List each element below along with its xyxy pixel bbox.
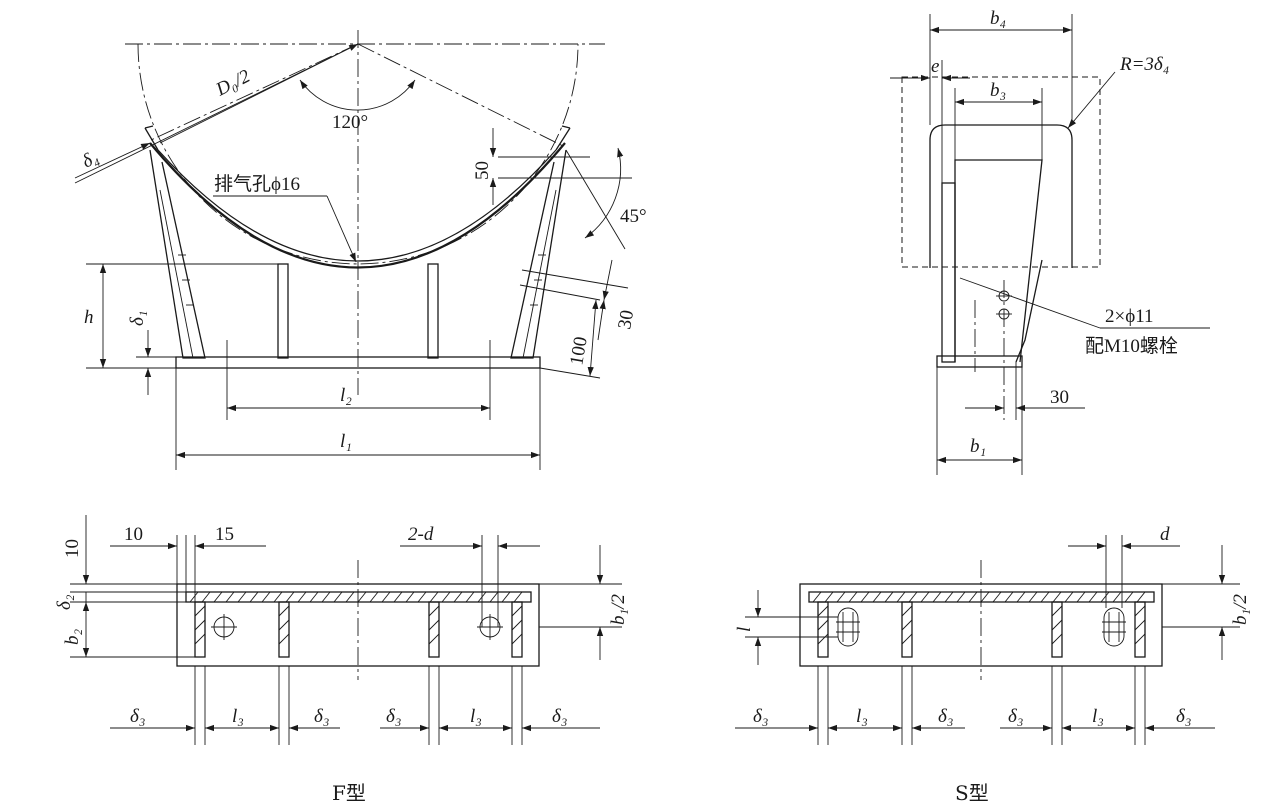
s-delta3-c: δ₃ (1008, 706, 1023, 727)
f-delta3-b: δ₃ (314, 706, 329, 727)
delta4-label: δ₄ (79, 147, 102, 173)
f-b1-half-label: b₁/2 (608, 594, 629, 625)
b3-label: b₃ (990, 80, 1006, 101)
vessel-outline (901, 76, 1101, 268)
e-label: e (931, 56, 939, 77)
web-plate (954, 159, 1043, 363)
f-l3-b: l₃ (470, 706, 482, 727)
angle-45-label: 45° (620, 206, 647, 227)
s-type-view: d l b₁/2 δ₃ l₃ δ₃ δ₃ l₃ δ₃ S型 (734, 524, 1251, 805)
s-d-label: d (1160, 524, 1170, 545)
side-base-plate (936, 355, 1023, 368)
s-l3-a: l₃ (856, 706, 868, 727)
f-type-view: 10 10 15 2-d δ₂ b₂ b₁/2 δ₃ l₃ δ₃ δ₃ l₃ δ… (54, 515, 629, 805)
side-stiffener (941, 182, 956, 363)
dim-50-label: 50 (472, 161, 493, 180)
dim-100-label: 100 (566, 335, 592, 367)
s-slot-hole-right (1103, 607, 1125, 647)
l2-label: l₂ (340, 385, 352, 406)
vent-hole-label: 排气孔ϕ16 (214, 173, 300, 195)
f-l3-a: l₃ (232, 706, 244, 727)
f-dim-15: 15 (215, 524, 234, 545)
f-ribs (194, 601, 523, 658)
radial-line-right (357, 43, 564, 147)
f-hatch (189, 591, 523, 603)
b1-label: b₁ (970, 436, 986, 457)
f-dim-10-h: 10 (124, 524, 143, 545)
h-label: h (84, 307, 94, 328)
f-dim-10-v: 10 (62, 539, 83, 558)
f-delta2-label: δ₂ (54, 594, 75, 610)
delta1-label: δ₁ (127, 311, 148, 326)
f-delta3-a: δ₃ (130, 706, 145, 727)
front-view: D₀/2 120° 排气孔ϕ16 δ₄ 50 45° h δ₁ 30 100 l… (74, 30, 647, 470)
f-type-caption: F型 (332, 781, 366, 805)
dim-30-label: 30 (614, 309, 638, 331)
holes-label: 2×ϕ11 (1105, 306, 1154, 327)
left-leg (149, 149, 206, 359)
s-hatch (812, 591, 1146, 603)
base-plate (175, 356, 541, 369)
radius-r-label: R=3δ₄ (1119, 54, 1169, 75)
rib-right (427, 263, 439, 359)
saddle-plate-outer (149, 142, 566, 269)
bolt-label: 配M10螺栓 (1085, 335, 1178, 357)
s-ribs (817, 601, 1146, 658)
right-leg (510, 149, 567, 359)
s-l3-b: l₃ (1092, 706, 1104, 727)
s-b1-half-label: b₁/2 (1230, 594, 1251, 625)
s-l-label: l (734, 627, 755, 632)
f-holes-label: 2-d (408, 524, 434, 545)
l1-label: l₁ (340, 431, 352, 452)
s-delta3-a: δ₃ (753, 706, 768, 727)
s-delta3-d: δ₃ (1176, 706, 1191, 727)
f-delta3-c: δ₃ (386, 706, 401, 727)
saddle-plate-inner (157, 149, 557, 262)
radial-line-left (150, 43, 359, 141)
side-view: b₄ R=3δ₄ e b₃ 2×ϕ11 配M10螺栓 30 b₁ (890, 8, 1210, 475)
angle-120-label: 120° (332, 112, 368, 133)
s-type-caption: S型 (955, 781, 989, 805)
dim-30-side-label: 30 (1050, 387, 1069, 408)
f-delta3-d: δ₃ (552, 706, 567, 727)
s-slot-hole-left (837, 607, 859, 647)
rib-left (277, 263, 289, 359)
vessel-shell-arc (137, 43, 579, 265)
b4-label: b₄ (990, 8, 1006, 29)
f-b2-label: b₂ (62, 629, 83, 646)
angle-arc (299, 79, 416, 111)
s-delta3-b: δ₃ (938, 706, 953, 727)
saddle-plate-side (929, 124, 1073, 268)
